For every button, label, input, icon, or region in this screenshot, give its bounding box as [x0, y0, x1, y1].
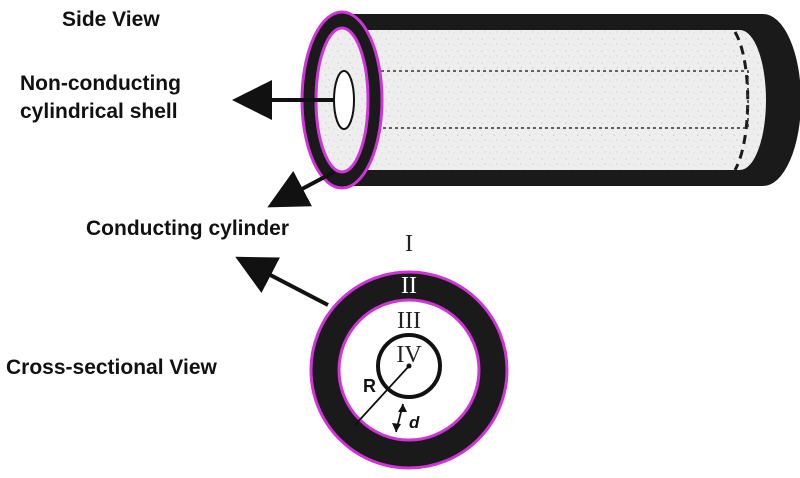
thickness-arrow-head-bottom	[392, 423, 401, 432]
side-view-cylinder	[300, 10, 800, 190]
region-I-label: I	[405, 231, 413, 257]
thickness-arrow-head-top	[398, 404, 407, 412]
cylinder-inner-fill	[345, 30, 766, 170]
region-II-label: II	[401, 273, 417, 299]
radius-label: R	[363, 376, 376, 396]
arrow-from-cross-section	[235, 256, 329, 307]
region-IV-label: IV	[396, 342, 422, 368]
radius-line	[354, 365, 410, 426]
arrow-to-conducting-cylinder	[267, 170, 335, 208]
conducting-cylinder-label: Conducting cylinder	[86, 217, 289, 240]
shell-label-line1: Non-conducting	[20, 72, 181, 95]
cylinder-back-arc	[733, 31, 750, 171]
thickness-label: d	[409, 413, 420, 432]
cross-section-label: Cross-sectional View	[6, 356, 218, 379]
inner-shell-opening	[333, 70, 355, 130]
region-III-label: III	[397, 308, 421, 334]
side-view-label: Side View	[62, 8, 160, 31]
shell-label-line2: cylindrical shell	[20, 100, 178, 123]
inner-shell-body	[344, 70, 749, 129]
cross-section	[309, 270, 509, 470]
